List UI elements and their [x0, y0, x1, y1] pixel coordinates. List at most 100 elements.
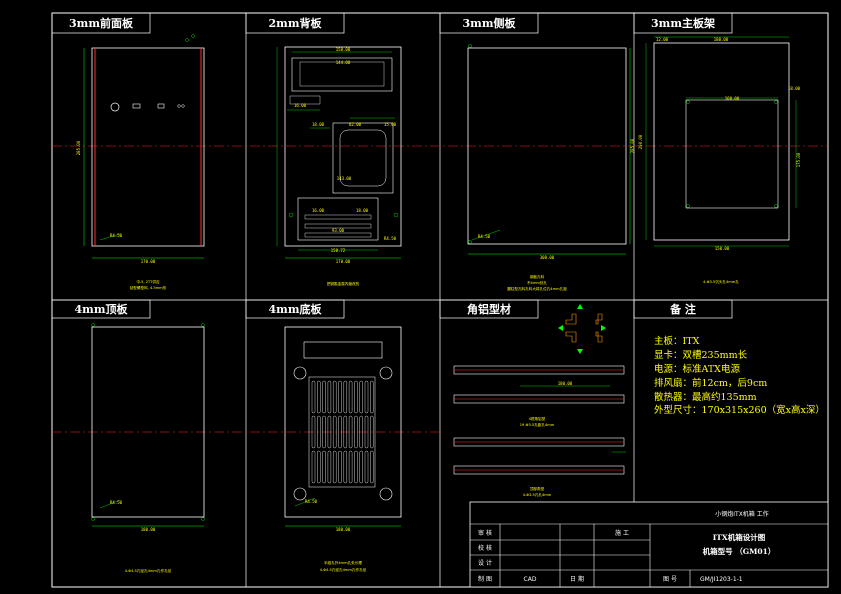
dim-top-radius: R4.50 — [110, 500, 123, 505]
vent-slot — [354, 380, 358, 414]
vent-slot — [322, 450, 326, 484]
panel-title-aluminum: 角铝型材 — [467, 302, 511, 316]
panel-title-top: 4mm顶板 — [75, 302, 129, 316]
dim-back-16a: 16.00 — [294, 103, 307, 108]
panel-title-back: 2mm背板 — [269, 16, 323, 30]
note-front-2: 刮型螺型料, 4.5mm形 — [130, 285, 167, 290]
spec-line-motherboard: 主板：ITX — [654, 335, 700, 347]
title-block-cad: CAD — [524, 576, 537, 583]
title-block-construction: 施 工 — [615, 529, 629, 537]
dim-frame-150: 150.00 — [715, 246, 730, 251]
note-side-2: 不4mm处孔 — [527, 280, 547, 285]
panel-title-side: 3mm侧板 — [463, 16, 517, 30]
title-block-drawing-no: GM/JI1203-1-1 — [700, 576, 743, 583]
title-block-review: 审 核 — [478, 529, 492, 537]
title-block-model: 机箱型号 （GM01） — [703, 546, 776, 556]
title-block-drawing-no-label: 图 号 — [663, 576, 677, 583]
title-block — [469, 501, 829, 588]
vent-slot — [317, 380, 321, 414]
note-side-1: 钢板孔料 — [530, 274, 545, 279]
note-bottom-1: 半组孔外4mm孔处长理 — [324, 560, 362, 565]
spec-line-psu: 电源：标准ATX电源 — [654, 363, 740, 375]
dim-frame-18: 18.00 — [788, 86, 801, 91]
vent-slot — [370, 450, 374, 484]
panel-title-bottom: 4mm底板 — [269, 302, 323, 316]
vent-slot — [354, 415, 358, 449]
bottom-panel-drawing — [284, 326, 402, 527]
spec-line-gpu: 显卡：双槽235mm长 — [654, 349, 748, 361]
vent-slot — [370, 380, 374, 414]
vent-slot — [364, 415, 369, 449]
dim-back-16b: 16.00 — [312, 208, 325, 213]
dim-frame-175: 175.00 — [796, 152, 801, 167]
note-frame-1: 4-Φ3.5沉头孔4mm孔 — [703, 279, 739, 284]
spec-line-fans: 排风扇：前12cm，后9cm — [654, 377, 767, 389]
dim-back-62: 62.00 — [349, 122, 362, 127]
dim-front-width: 170.00 — [141, 259, 156, 264]
vent-slot — [359, 380, 363, 414]
vent-slot — [338, 380, 342, 414]
note-aluminum-3: 顶部角型 — [530, 486, 545, 491]
vent-slot — [311, 450, 316, 484]
aluminum-profile-drawing — [453, 304, 626, 475]
panel-title-front: 3mm前面板 — [69, 16, 134, 30]
vent-slot — [338, 450, 342, 484]
vent-slot — [317, 450, 321, 484]
dim-side-height: 285.00 — [630, 138, 635, 153]
vent-slot — [343, 415, 347, 449]
note-aluminum-2: 19-Φ3.5孔距孔4mm — [520, 422, 555, 427]
dim-bottom-width: 180.00 — [336, 527, 351, 532]
note-front-1: 中.5, 2TT供应 — [136, 279, 160, 284]
vent-slot — [327, 380, 332, 414]
vent-slot — [354, 450, 358, 484]
dim-side-radius: R4.50 — [478, 234, 491, 239]
panel-title-tabs — [51, 12, 733, 319]
title-block-date: 日 期 — [570, 575, 584, 583]
dim-back-93: 93.00 — [332, 228, 345, 233]
vent-slot — [322, 415, 326, 449]
vent-slot — [333, 450, 337, 484]
dim-back-15: 15.00 — [384, 122, 397, 127]
dim-back-143: 143.00 — [337, 176, 352, 181]
vent-slot — [343, 450, 347, 484]
dim-aluminum-length: 180.00 — [558, 381, 573, 386]
spec-line-cooler: 散热器：最高约135mm — [654, 391, 757, 403]
dim-back-radius: R4.50 — [384, 236, 397, 241]
panel-title-notes: 备 注 — [669, 302, 696, 316]
dim-back-width: 170.00 — [336, 259, 351, 264]
title-block-check: 校 核 — [478, 544, 492, 552]
vent-slot — [333, 415, 337, 449]
vent-slot — [327, 415, 332, 449]
vent-slot — [370, 415, 374, 449]
vent-slot — [348, 380, 353, 414]
dim-front-height: 285.00 — [76, 140, 81, 155]
dim-bottom-radius: R4.50 — [305, 499, 318, 504]
dim-frame-160: 160.00 — [725, 96, 740, 101]
top-panel-drawing — [91, 323, 205, 527]
vent-slot — [338, 415, 342, 449]
spec-line-dimensions: 外型尺寸：170x315x260（宽x高x深） — [654, 404, 825, 416]
vent-slot — [333, 380, 337, 414]
vent-slot — [359, 415, 363, 449]
title-block-design: 设 计 — [478, 559, 492, 567]
note-side-3: 圆柱型孔料孔料大将孔位孔4mm孔距 — [507, 286, 567, 291]
side-panel-drawing — [467, 44, 631, 255]
note-aluminum-4: 4-Φ3.5孔孔4mm — [523, 492, 552, 497]
vent-slot — [327, 450, 332, 484]
vent-slot — [348, 450, 353, 484]
dim-frame-180: 180.00 — [714, 37, 729, 42]
title-block-drawing-title: ITX机箱设计图 — [713, 532, 766, 542]
dim-side-width: 300.00 — [540, 255, 555, 260]
vent-slot — [343, 380, 347, 414]
vent-slot-grid — [311, 380, 374, 484]
dim-top-width: 180.00 — [141, 527, 156, 532]
dim-back-150: 150.00 — [336, 47, 351, 52]
vent-slot — [311, 380, 316, 414]
vent-slot — [348, 415, 353, 449]
vent-slot — [364, 380, 369, 414]
note-back-1: 把钥匙金属内缩改的 — [327, 281, 360, 286]
vent-slot — [359, 450, 363, 484]
dim-back-158: 158.72 — [331, 248, 346, 253]
dim-back-18b: 18.00 — [356, 208, 369, 213]
